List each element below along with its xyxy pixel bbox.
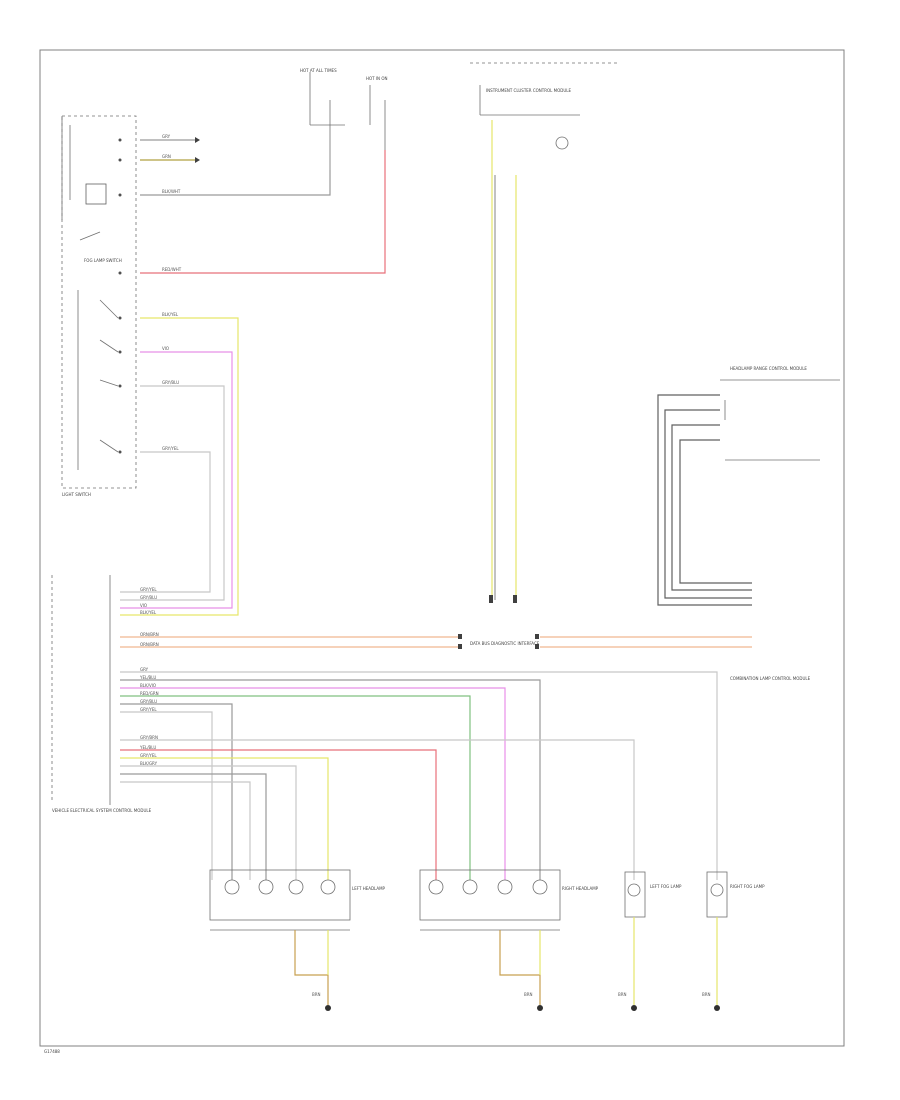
- component-label-instrument-cluster: INSTRUMENT CLUSTER CONTROL MODULE: [486, 88, 571, 93]
- wire-label: VIO: [162, 346, 169, 351]
- wire-label: GRY/YEL: [140, 707, 157, 712]
- wire-label: RED/GRN: [140, 691, 159, 696]
- wire-label: GRY: [140, 667, 149, 672]
- wire-label: GRY/BRN: [140, 735, 158, 740]
- headlamp-range-control: [720, 379, 840, 461]
- wire-label: GRY/YEL: [140, 753, 157, 758]
- component-label-light-switch: LIGHT SWITCH: [62, 492, 91, 497]
- vehicle-electrical-module: [51, 575, 111, 805]
- ground-wires: [294, 917, 718, 1005]
- wire-label: BLK/YEL: [162, 312, 179, 317]
- left-headlamp: [209, 869, 351, 931]
- instrument-cluster: [470, 62, 620, 150]
- ground-label: BRN: [524, 992, 533, 997]
- fuse-block: [309, 72, 386, 170]
- right-headlamp: [419, 869, 561, 931]
- module-output-wires: [120, 671, 718, 880]
- wire-label: BLK/GRY: [140, 761, 158, 766]
- light-switch-wires: [120, 139, 386, 616]
- component-label-left-headlamp: LEFT HEADLAMP: [352, 886, 386, 891]
- wire-label: GRY/BLU: [140, 699, 157, 704]
- wire-label: ORN/BRN: [140, 632, 159, 637]
- wire-label: VIO: [140, 603, 147, 608]
- wire-label: ORN/BRN: [140, 642, 159, 647]
- component-label-data-bus-diagnostic-interface: DATA BUS DIAGNOSTIC INTERFACE: [470, 641, 540, 646]
- wire-label: GRY: [162, 134, 171, 139]
- component-label-fog-lamp-switch: FOG LAMP SWITCH: [84, 258, 122, 263]
- data-bus-connector: [458, 595, 539, 649]
- wire-label: GRY/BLU: [140, 595, 157, 600]
- wire-label: BLK/VIO: [140, 683, 156, 688]
- ground-label: BRN: [312, 992, 321, 997]
- wire-label: GRN: [162, 154, 171, 159]
- diagram-frame: [39, 49, 845, 1047]
- can-bus-wires: [120, 636, 752, 648]
- wire-label: RED/WHT: [162, 267, 182, 272]
- wire-label: GRY/YEL: [140, 587, 157, 592]
- wire-label: GRY/YEL: [162, 446, 179, 451]
- component-label-vehicle-electrical-system-control-module: VEHICLE ELECTRICAL SYSTEM CONTROL MODULE: [52, 808, 152, 813]
- component-label-left-fog-lamp: LEFT FOG LAMP: [650, 884, 682, 889]
- component-label-hot-at-all-times: HOT AT ALL TIMES: [300, 68, 337, 73]
- component-label-right-fog-lamp: RIGHT FOG LAMP: [730, 884, 765, 889]
- ground-label: BRN: [702, 992, 711, 997]
- cluster-wires: [491, 120, 517, 600]
- page-id: G17488: [44, 1049, 60, 1054]
- component-label-hot-in-on: HOT IN ON: [366, 76, 387, 81]
- wire-label: YEL/BLU: [139, 745, 156, 750]
- headlamp-range-wires: [657, 394, 752, 606]
- component-label-right-headlamp: RIGHT HEADLAMP: [562, 886, 599, 891]
- wire-label: GRY/BLU: [162, 380, 179, 385]
- light-switch-arrows: [195, 137, 200, 163]
- light-switch: [61, 115, 137, 489]
- left-fog-lamp: [624, 871, 646, 918]
- component-label-combination-lamp-control: COMBINATION LAMP CONTROL MODULE: [730, 676, 811, 681]
- ground-label: BRN: [618, 992, 627, 997]
- wire-label: BLK/WHT: [162, 189, 181, 194]
- diagram-labels: LIGHT SWITCH FOG LAMP SWITCH HOT AT ALL TI…: [52, 68, 811, 997]
- component-label-headlamp-range-control: HEADLAMP RANGE CONTROL MODULE: [730, 366, 807, 371]
- wire-label: YEL/BLU: [139, 675, 156, 680]
- ground-points: [325, 1005, 720, 1011]
- wire-label: BLK/YEL: [140, 610, 157, 615]
